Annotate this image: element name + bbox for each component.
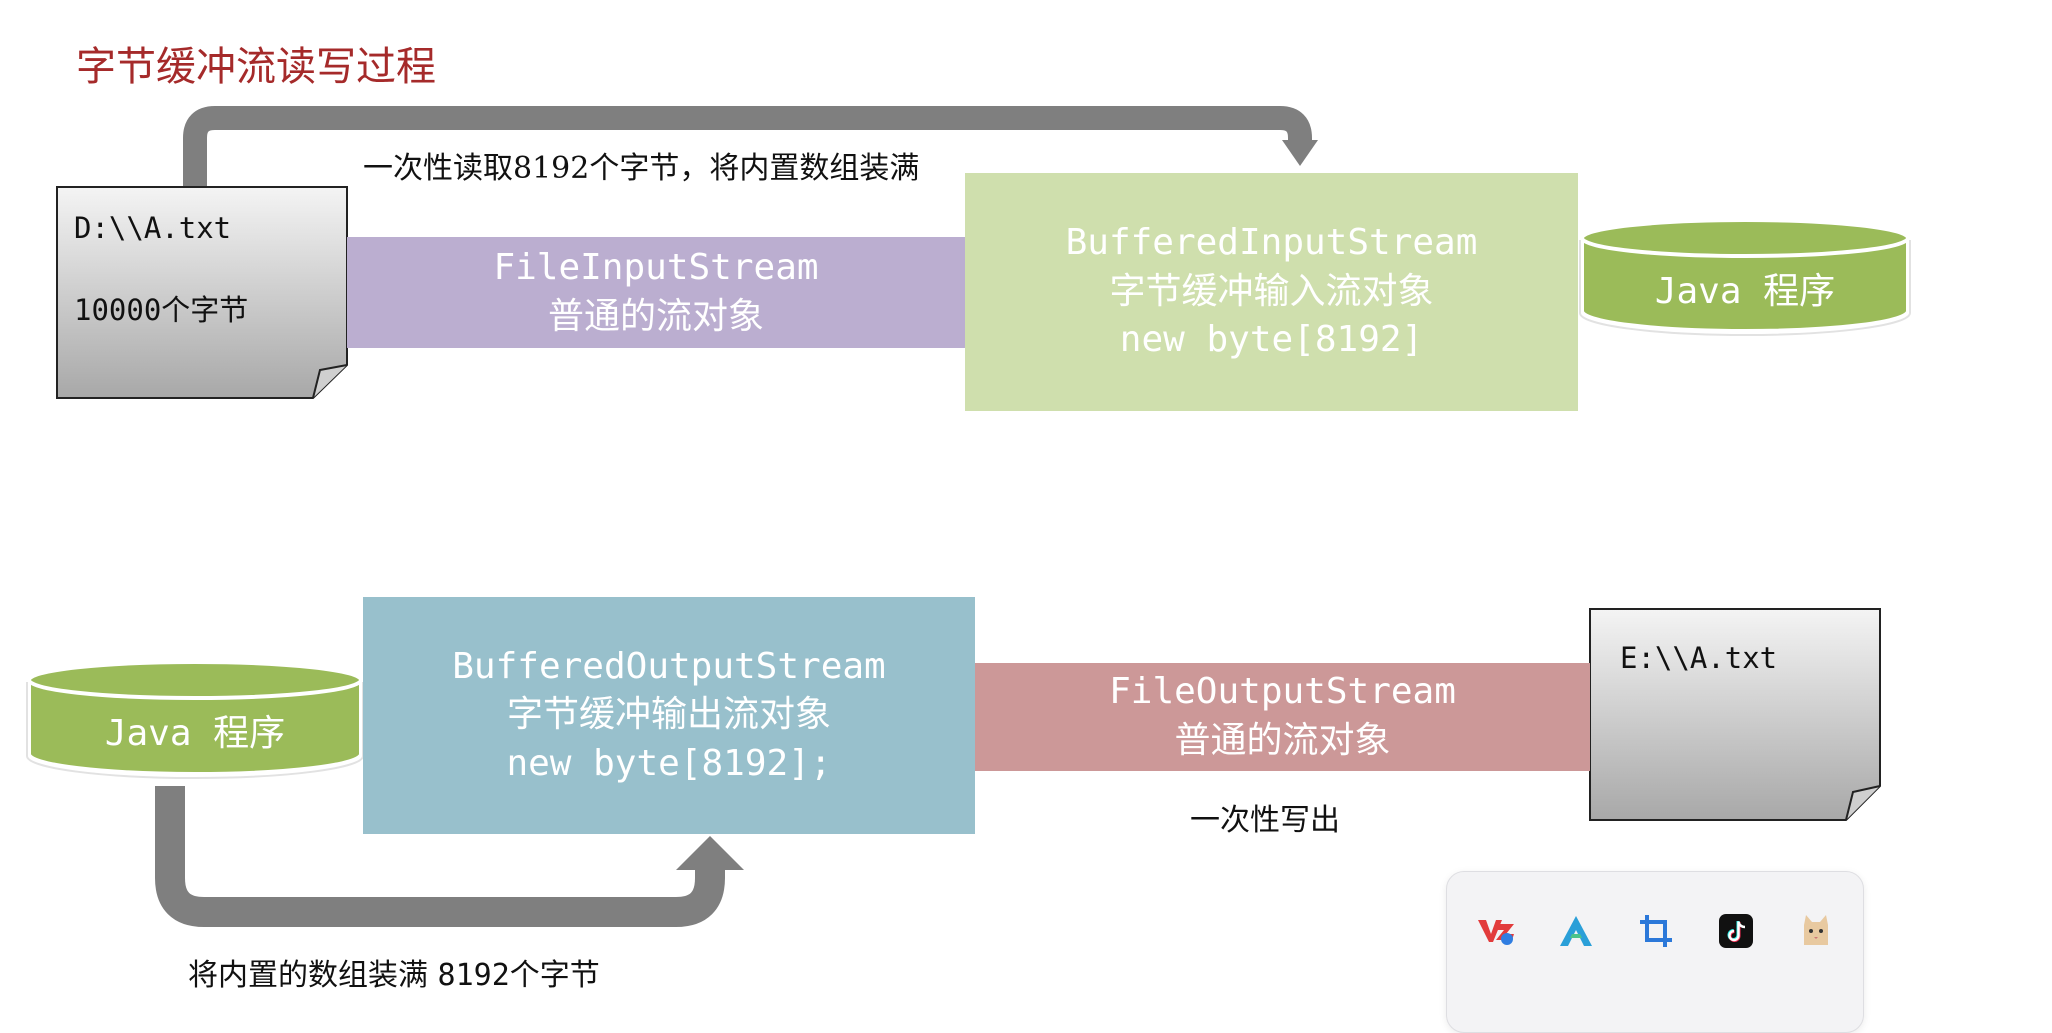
- buffered-output-stream-box: BufferedOutputStream 字节缓冲输出流对象 new byte[…: [363, 597, 975, 834]
- buffered-input-stream-desc: 字节缓冲输入流对象: [1109, 270, 1434, 312]
- java-program-cylinder-top: [1579, 218, 1911, 336]
- buffered-output-stream-buffer: new byte[8192];: [506, 742, 832, 784]
- vector-app-icon[interactable]: [1473, 908, 1519, 954]
- write-fill-note-prefix: 将内置的数组装满: [188, 958, 428, 993]
- crop-icon[interactable]: [1633, 908, 1679, 954]
- write-fill-arrow: [155, 786, 725, 927]
- target-file-icon: [1589, 608, 1881, 821]
- buffered-output-stream-class: BufferedOutputStream: [452, 645, 886, 687]
- file-input-stream-band: FileInputStream 普通的流对象: [347, 237, 965, 348]
- file-input-stream-class: FileInputStream: [493, 246, 819, 288]
- page-title: 字节缓冲流读写过程: [76, 44, 436, 90]
- tiktok-icon[interactable]: [1713, 908, 1759, 954]
- source-file-size: 10000个字节: [74, 293, 249, 327]
- java-program-label-bottom: Java 程序: [104, 713, 286, 754]
- buffered-input-stream-box: BufferedInputStream 字节缓冲输入流对象 new byte[8…: [965, 173, 1578, 411]
- source-file-name: D:\\A.txt: [74, 211, 232, 245]
- java-program-cylinder-bottom: [26, 660, 364, 779]
- write-fill-arrowhead: [676, 836, 744, 870]
- target-file-name: E:\\A.txt: [1620, 641, 1778, 675]
- read-fill-note: 一次性读取8192个字节，将内置数组装满: [363, 151, 920, 186]
- write-fill-note-value: 8192个字节: [437, 958, 600, 993]
- file-output-stream-desc: 普通的流对象: [1174, 720, 1391, 761]
- read-fill-arrow: [183, 106, 1312, 188]
- read-fill-arrowhead: [1282, 140, 1318, 166]
- write-out-note: 一次性写出: [1190, 803, 1340, 838]
- diagram-shapes: [26, 106, 1911, 927]
- app-dock: [1446, 871, 1864, 1033]
- buffered-input-stream-buffer: new byte[8192]: [1119, 319, 1424, 361]
- cat-app-icon[interactable]: [1793, 908, 1839, 954]
- acrobat-icon[interactable]: [1553, 908, 1599, 954]
- write-fill-note: 将内置的数组装满 8192个字节: [188, 950, 600, 994]
- buffered-output-stream-desc: 字节缓冲输出流对象: [506, 694, 831, 736]
- file-output-stream-band: FileOutputStream 普通的流对象: [975, 663, 1590, 771]
- file-output-stream-class: FileOutputStream: [1109, 671, 1456, 713]
- buffered-input-stream-class: BufferedInputStream: [1065, 222, 1478, 264]
- file-input-stream-desc: 普通的流对象: [547, 295, 764, 337]
- java-program-label-top: Java 程序: [1654, 271, 1836, 312]
- source-file-icon: [56, 186, 348, 399]
